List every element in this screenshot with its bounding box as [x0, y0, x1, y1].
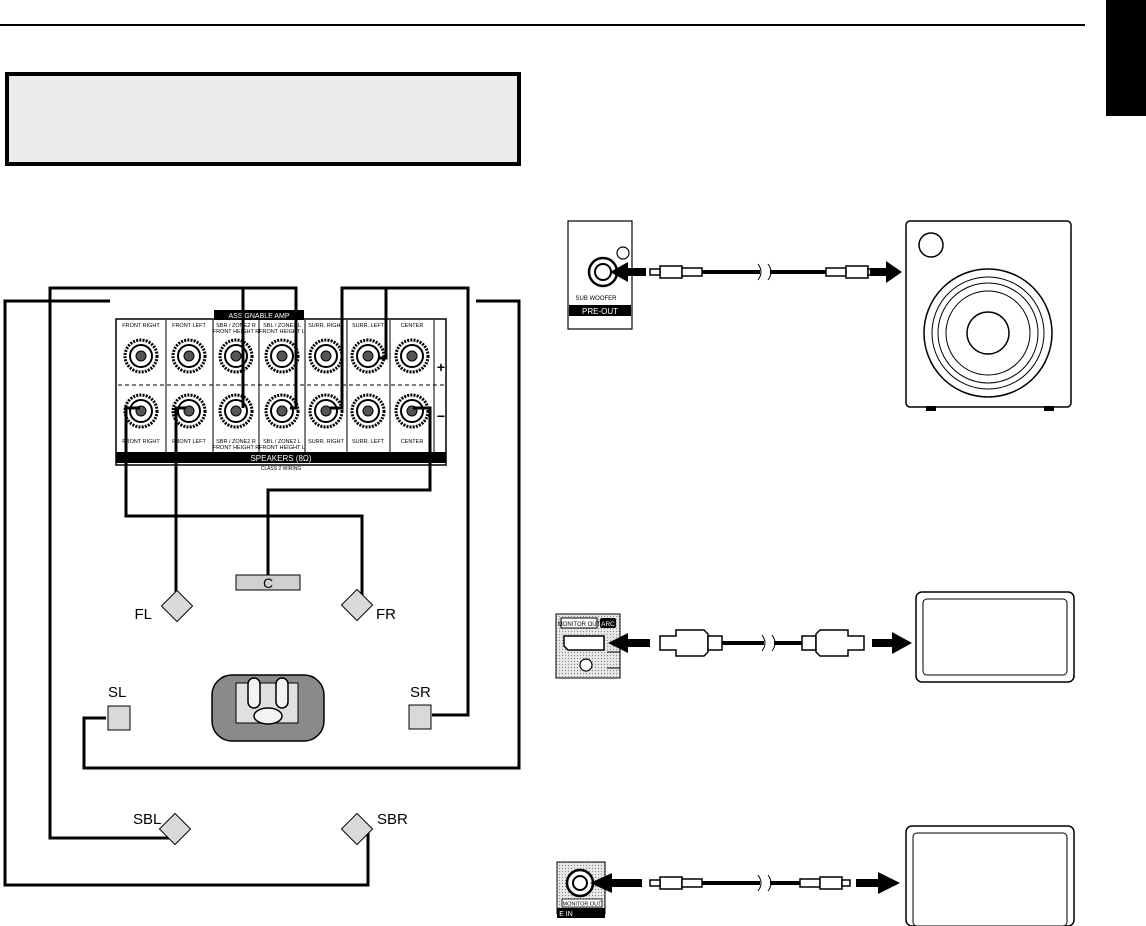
- surround-right-speaker: SR: [408, 684, 432, 730]
- speaker-terminal-panel: ASSIGNABLE AMP FRONT RIGHT FRONT LEFT SBR …: [115, 310, 447, 472]
- terminal-top-label-3-line1: FRONT HEIGHT L: [259, 329, 305, 335]
- terminal-minus-5[interactable]: [350, 393, 386, 429]
- video-monitor-out-label: MONITOR OUT: [562, 902, 602, 908]
- speaker-wires: [3, 286, 521, 887]
- terminal-plus-5[interactable]: [350, 338, 386, 374]
- terminal-plus-1[interactable]: [171, 338, 207, 374]
- assignable-amp-label: ASSIGNABLE AMP: [228, 313, 289, 320]
- terminal-minus-1[interactable]: [171, 393, 207, 429]
- terminal-plus-6[interactable]: [394, 338, 430, 374]
- hdmi-monitor-out-panel: MONITOR OUT ARC: [555, 613, 621, 679]
- terminal-minus-0[interactable]: [123, 393, 159, 429]
- terminal-plus-4[interactable]: [308, 338, 344, 374]
- assignable-amp-bar: [214, 310, 304, 320]
- terminal-bottom-label-2-line1: FRONT HEIGHT R: [213, 445, 260, 451]
- terminal-minus-6[interactable]: [394, 393, 430, 429]
- subwoofer-cable: [610, 261, 902, 283]
- terminal-plus-3[interactable]: [264, 338, 300, 374]
- terminal-top-label-0: FRONT RIGHT: [122, 323, 160, 329]
- terminal-top-label-6: CENTER: [401, 323, 424, 329]
- front-left-speaker: FL: [134, 589, 194, 623]
- note-box: [5, 72, 521, 166]
- arc-label: ARC: [601, 621, 615, 628]
- terminal-bottom-label-4: SURR. RIGHT: [308, 439, 344, 445]
- terminal-top-label-3-line0: SBL / ZONE2 L: [263, 323, 301, 329]
- plus-sign: +: [437, 359, 445, 375]
- terminal-plus-0[interactable]: [123, 338, 159, 374]
- terminal-minus-3[interactable]: [264, 393, 300, 429]
- terminal-top-label-4: SURR. RIGHT: [308, 323, 344, 329]
- sbr-label: SBR: [377, 811, 408, 828]
- terminal-bottom-label-0: FRONT RIGHT: [122, 439, 160, 445]
- surround-left-speaker: SL: [107, 684, 131, 731]
- terminal-top-label-2-line0: SBR / ZONE2 R: [216, 323, 256, 329]
- sr-label: SR: [410, 684, 431, 701]
- terminal-top-label-5: SURR. LEFT: [352, 323, 385, 329]
- preout-label: PRE-OUT: [582, 307, 618, 316]
- terminal-plus-2[interactable]: [218, 338, 254, 374]
- sl-label: SL: [108, 684, 126, 701]
- front-right-speaker: FR: [340, 588, 396, 623]
- subwoofer-preout-panel: SUB WOOFER PRE-OUT: [567, 220, 633, 330]
- wire-sl: [82, 299, 521, 770]
- video-section-label: E IN: [559, 911, 573, 918]
- listener-sofa-icon: [211, 674, 325, 742]
- speakers-footer-label: SPEAKERS (8Ω): [250, 454, 311, 463]
- video-monitor-out-panel: MONITOR OUT E IN: [556, 861, 606, 918]
- center-speaker: C: [235, 574, 301, 591]
- fl-label: FL: [134, 606, 152, 623]
- fr-label: FR: [376, 606, 396, 623]
- terminal-minus-4[interactable]: [308, 393, 344, 429]
- terminal-minus-2[interactable]: [218, 393, 254, 429]
- surround-back-right-speaker: SBR: [340, 811, 408, 846]
- terminal-bottom-label-1: FRONT LEFT: [172, 439, 206, 445]
- terminal-bottom-label-2-line0: SBR / ZONE2 R: [216, 439, 256, 445]
- center-label: C: [263, 575, 273, 591]
- terminal-top-label-2-line1: FRONT HEIGHT R: [213, 329, 260, 335]
- hdmi-monitor-out-label: MONITOR OUT: [558, 622, 601, 628]
- video-cable: [590, 872, 900, 894]
- terminal-bottom-label-6: CENTER: [401, 439, 424, 445]
- terminal-bottom-label-3-line0: SBL / ZONE2 L: [263, 439, 301, 445]
- terminal-bottom-label-3-line1: FRONT HEIGHT L: [259, 445, 305, 451]
- surround-back-left-speaker: SBL: [133, 811, 192, 846]
- video-monitor-icon: [905, 825, 1075, 926]
- subwoofer-jack-label: SUB WOOFER: [575, 296, 617, 302]
- terminal-top-label-1: FRONT LEFT: [172, 323, 206, 329]
- class2-wiring-label: CLASS 2 WIRING: [261, 466, 302, 472]
- tv-monitor-icon: [915, 591, 1075, 683]
- hdmi-cable: [608, 629, 912, 657]
- minus-sign: −: [437, 408, 445, 424]
- subwoofer-icon: [905, 220, 1072, 411]
- section-tab: [1106, 0, 1146, 116]
- sbl-label: SBL: [133, 811, 161, 828]
- terminal-bottom-label-5: SURR. LEFT: [352, 439, 385, 445]
- top-rule: [0, 24, 1085, 26]
